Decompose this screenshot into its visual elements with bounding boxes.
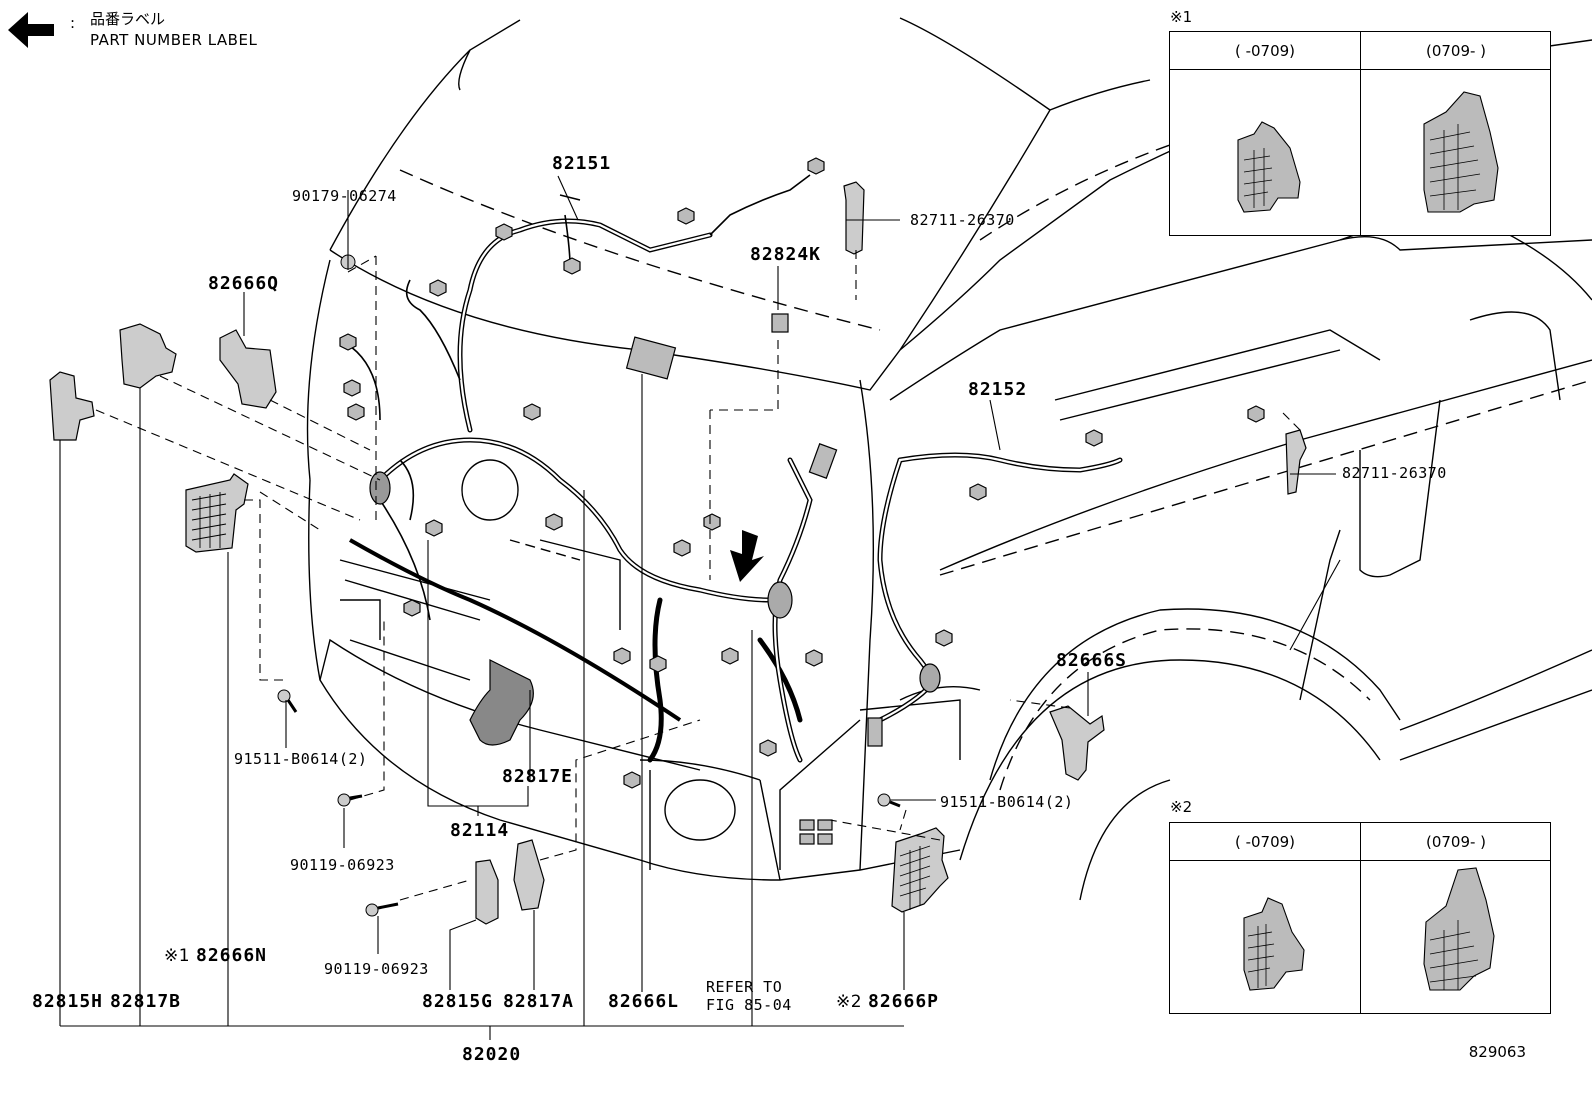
callout-82020[interactable]: 82020 — [462, 1044, 522, 1065]
part-82817B — [119, 323, 177, 389]
callout-82711-26370-right[interactable]: 82711-26370 — [1342, 464, 1447, 482]
callout-91511-B0614-right[interactable]: 91511-B0614(2) — [940, 793, 1074, 811]
inset2-col-new: (0709- ) — [1360, 823, 1551, 1013]
callout-90119-06923-b[interactable]: 90119-06923 — [324, 960, 429, 978]
inset1-caption-old: ( -0709) — [1234, 42, 1296, 60]
connector — [339, 333, 357, 351]
legend-arrow-icon — [8, 12, 54, 48]
connector — [805, 649, 823, 667]
connector — [523, 403, 541, 421]
connector — [759, 739, 777, 757]
connector — [613, 647, 631, 665]
part-82815H — [49, 371, 95, 441]
harness-82151 — [457, 218, 713, 433]
part-82817A — [513, 839, 545, 911]
callout-91511-B0614-left[interactable]: 91511-B0614(2) — [234, 750, 368, 768]
connector — [703, 513, 721, 531]
bolt-91511-right — [877, 793, 891, 807]
side-body — [889, 235, 1592, 401]
front-grille — [308, 479, 961, 881]
callout-82666N[interactable]: 82666N — [196, 945, 268, 966]
figure-code: 829063 — [1468, 1043, 1526, 1061]
connector — [623, 771, 641, 789]
inset1-col-new: (0709- ) — [1360, 32, 1551, 235]
callout-82711-26370-top[interactable]: 82711-26370 — [910, 211, 1015, 229]
part-82666S — [1049, 705, 1105, 781]
bolt-90119-b — [365, 903, 379, 917]
part-82666N — [185, 473, 249, 553]
part-82666Q — [219, 329, 277, 409]
inset1-tag: ※1 — [1170, 8, 1193, 26]
connector — [673, 539, 691, 557]
callout-90119-06923-a[interactable]: 90119-06923 — [290, 856, 395, 874]
wheel-arch — [989, 608, 1401, 781]
connector — [807, 157, 825, 175]
connector — [1247, 405, 1265, 423]
connector — [721, 647, 739, 665]
callout-82817E[interactable]: 82817E — [502, 766, 574, 787]
connector — [935, 629, 953, 647]
callout-82666Q[interactable]: 82666Q — [208, 273, 280, 294]
inset2-col-old: ( -0709) — [1170, 823, 1360, 1013]
connector — [425, 519, 443, 537]
callout-82152[interactable]: 82152 — [968, 379, 1028, 400]
legend-label-jp: 品番ラベル — [90, 10, 166, 28]
callout-82666L[interactable]: 82666L — [608, 991, 680, 1012]
connector — [1085, 429, 1103, 447]
inset2-tag: ※2 — [1170, 798, 1193, 816]
bolt-91511-left — [277, 689, 291, 703]
connector — [403, 599, 421, 617]
connector — [347, 403, 365, 421]
refer-to-line1: REFER TO — [706, 978, 783, 996]
refer-to-line2[interactable]: FIG 85-04 — [706, 996, 792, 1014]
part-82711-26370-right — [1285, 429, 1307, 495]
callout-82817B[interactable]: 82817B — [110, 991, 182, 1012]
connector — [677, 207, 695, 225]
callout-82666P-mark: ※2 — [836, 992, 863, 1012]
inset-2: ( -0709) (0709- ) — [1169, 822, 1551, 1014]
bolt-90119-a — [337, 793, 351, 807]
connector — [429, 279, 447, 297]
label-arrow-icon — [730, 530, 764, 582]
hood-outline — [329, 17, 1051, 391]
connector — [969, 483, 987, 501]
callout-82815G[interactable]: 82815G — [422, 991, 494, 1012]
part-label-block — [625, 336, 677, 380]
callout-82815H[interactable]: 82815H — [32, 991, 104, 1012]
connector — [495, 223, 513, 241]
connector — [545, 513, 563, 531]
part-82815G — [475, 859, 499, 925]
inset1-col-old: ( -0709) — [1170, 32, 1360, 235]
callout-82666S[interactable]: 82666S — [1056, 650, 1128, 671]
bracket-82817E — [469, 659, 534, 746]
callout-82824K[interactable]: 82824K — [750, 244, 822, 265]
connector — [649, 655, 667, 673]
inset2-caption-new: (0709- ) — [1425, 833, 1487, 851]
legend-label-en: PART NUMBER LABEL — [90, 31, 258, 49]
callout-82114[interactable]: 82114 — [450, 820, 510, 841]
legend-colon: : — [70, 14, 76, 32]
callout-82666N-mark: ※1 — [164, 946, 191, 966]
inset-1: ( -0709) (0709- ) — [1169, 31, 1551, 236]
inset1-caption-new: (0709- ) — [1425, 42, 1487, 60]
callout-82666P[interactable]: 82666P — [868, 991, 940, 1012]
inset2-caption-old: ( -0709) — [1234, 833, 1296, 851]
connector — [563, 257, 581, 275]
callout-82151[interactable]: 82151 — [552, 153, 612, 174]
part-82711-26370-top — [843, 181, 865, 255]
connector — [343, 379, 361, 397]
callout-90179-06274[interactable]: 90179-06274 — [292, 187, 397, 205]
callout-82817A[interactable]: 82817A — [503, 991, 575, 1012]
